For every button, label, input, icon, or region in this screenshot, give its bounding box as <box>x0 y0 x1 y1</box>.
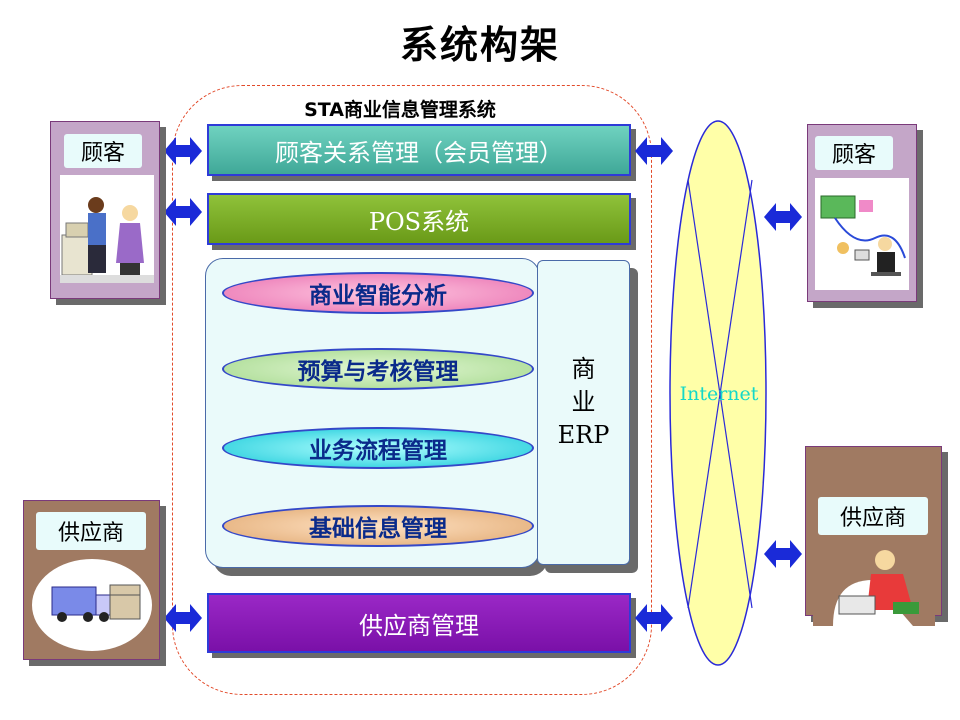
internet-network <box>669 120 767 666</box>
supplier-worker-illustration <box>813 540 935 626</box>
customer-label-right: 顾客 <box>815 136 893 170</box>
double-arrow-icon <box>764 540 802 568</box>
module-label: 商业智能分析 <box>309 283 447 309</box>
pos-module-label: POS系统 <box>368 207 470 236</box>
customer-label-left: 顾客 <box>64 134 142 168</box>
module-budget-assessment[interactable]: 预算与考核管理 <box>222 348 534 390</box>
module-label: 基础信息管理 <box>309 516 447 542</box>
module-bi-analysis[interactable]: 商业智能分析 <box>222 272 534 314</box>
system-name: STA商业信息管理系统 <box>304 99 496 121</box>
module-basic-info[interactable]: 基础信息管理 <box>222 505 534 547</box>
crm-module-label: 顾客关系管理（会员管理） <box>275 138 563 167</box>
erp-line-3: ERP <box>557 421 610 449</box>
double-arrow-icon <box>764 203 802 231</box>
customer-service-illustration <box>60 175 154 283</box>
erp-module[interactable]: 商 业 ERP <box>537 260 630 565</box>
page-title: 系统构架 <box>399 23 560 67</box>
erp-line-2: 业 <box>571 388 596 416</box>
double-arrow-icon <box>635 604 673 632</box>
online-shopping-illustration <box>815 178 909 290</box>
module-business-process[interactable]: 业务流程管理 <box>222 427 534 469</box>
double-arrow-icon <box>635 137 673 165</box>
supplier-label-left: 供应商 <box>36 512 146 550</box>
internet-label: Internet <box>679 383 759 405</box>
delivery-truck-illustration <box>30 555 154 655</box>
supplier-management-label: 供应商管理 <box>359 611 479 640</box>
module-label: 业务流程管理 <box>309 438 447 464</box>
module-label: 预算与考核管理 <box>297 359 459 385</box>
double-arrow-icon <box>164 137 202 165</box>
system-boundary <box>172 85 652 695</box>
crm-module[interactable]: 顾客关系管理（会员管理） <box>207 124 631 176</box>
double-arrow-icon <box>164 198 202 226</box>
supplier-label-right: 供应商 <box>818 497 928 535</box>
erp-line-1: 商 <box>571 355 596 383</box>
supplier-management-module[interactable]: 供应商管理 <box>207 593 631 653</box>
pos-module[interactable]: POS系统 <box>207 193 631 245</box>
double-arrow-icon <box>164 604 202 632</box>
